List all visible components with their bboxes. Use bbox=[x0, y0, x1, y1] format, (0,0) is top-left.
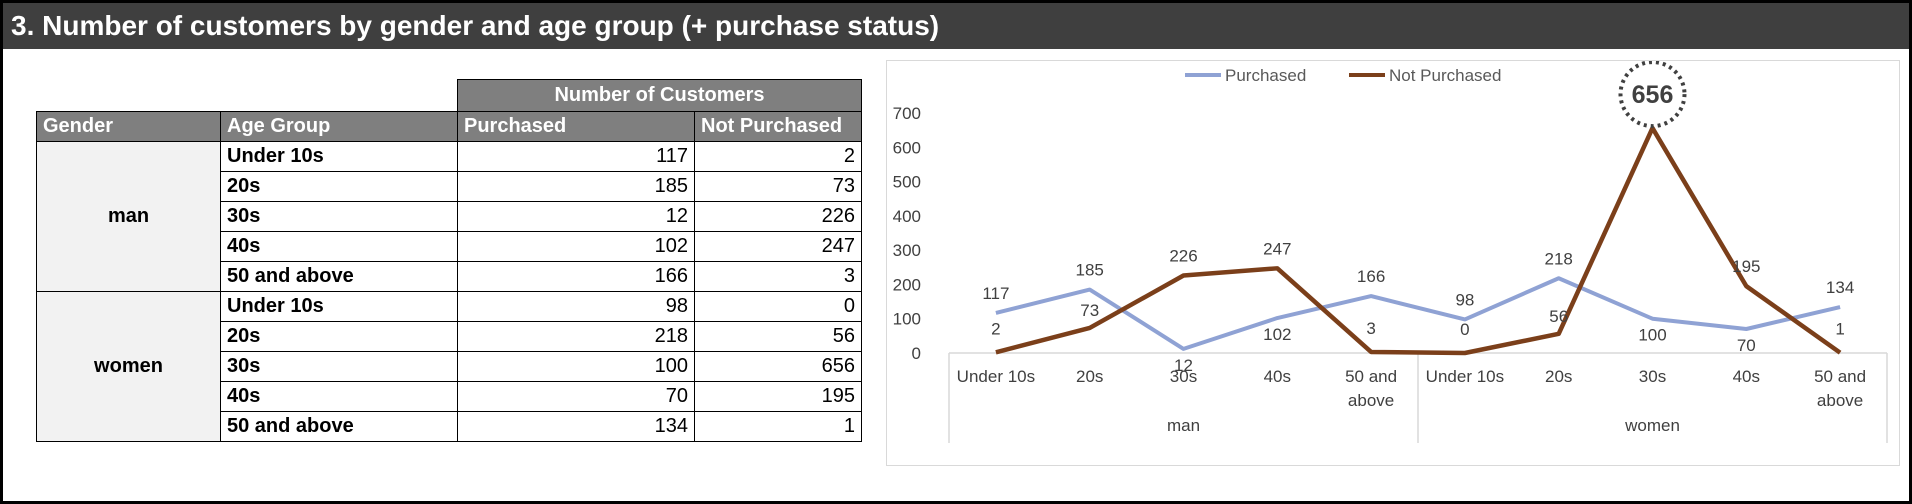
y-tick-label: 200 bbox=[893, 275, 921, 294]
not-purchased-cell: 1 bbox=[694, 411, 862, 442]
purchased-data-label: 98 bbox=[1455, 290, 1474, 309]
group-header: Number of Customers bbox=[457, 79, 862, 112]
x-tick-label: 20s bbox=[1076, 367, 1103, 386]
x-tick-label: 30s bbox=[1639, 367, 1666, 386]
x-tick-label: above bbox=[1348, 391, 1394, 410]
purchased-data-label: 134 bbox=[1826, 278, 1854, 297]
age-group-cell: 50 and above bbox=[220, 261, 458, 292]
age-group-cell: 30s bbox=[220, 351, 458, 382]
purchased-cell: 185 bbox=[457, 171, 695, 202]
highlight-value-label: 656 bbox=[1632, 81, 1674, 109]
y-tick-label: 500 bbox=[893, 173, 921, 192]
not-purchased-data-label: 56 bbox=[1549, 307, 1568, 326]
section-title: 3. Number of customers by gender and age… bbox=[3, 3, 1909, 49]
age-group-cell: 20s bbox=[220, 171, 458, 202]
group-label: women bbox=[1624, 416, 1680, 435]
purchased-series-line bbox=[995, 276, 1841, 351]
col-header-not-purchased: Not Purchased bbox=[694, 111, 862, 142]
x-tick-label: 30s bbox=[1170, 367, 1197, 386]
y-tick-label: 400 bbox=[893, 207, 921, 226]
x-tick-label: Under 10s bbox=[957, 367, 1035, 386]
x-tick-label: 50 and bbox=[1345, 367, 1397, 386]
purchased-cell: 98 bbox=[457, 291, 695, 322]
table-blank-corner bbox=[37, 80, 458, 112]
not-purchased-series-line bbox=[995, 125, 1842, 356]
not-purchased-cell: 226 bbox=[694, 201, 862, 232]
x-tick-label: above bbox=[1817, 391, 1863, 410]
gender-cell: women bbox=[36, 291, 221, 442]
age-group-cell: Under 10s bbox=[220, 141, 458, 172]
not-purchased-data-label: 247 bbox=[1263, 239, 1291, 258]
y-tick-label: 100 bbox=[893, 310, 921, 329]
purchased-cell: 166 bbox=[457, 261, 695, 292]
not-purchased-data-label: 73 bbox=[1080, 301, 1099, 320]
not-purchased-cell: 195 bbox=[694, 381, 862, 412]
not-purchased-data-label: 0 bbox=[1460, 320, 1469, 339]
age-group-cell: 20s bbox=[220, 321, 458, 352]
purchased-data-label: 185 bbox=[1076, 261, 1104, 280]
not-purchased-cell: 247 bbox=[694, 231, 862, 262]
purchased-cell: 12 bbox=[457, 201, 695, 232]
not-purchased-data-label: 3 bbox=[1366, 319, 1375, 338]
purchased-cell: 218 bbox=[457, 321, 695, 352]
age-group-cell: 30s bbox=[220, 201, 458, 232]
purchased-cell: 134 bbox=[457, 411, 695, 442]
col-header-age-group: Age Group bbox=[220, 111, 458, 142]
not-purchased-data-label: 195 bbox=[1732, 257, 1760, 276]
not-purchased-cell: 2 bbox=[694, 141, 862, 172]
y-tick-label: 700 bbox=[893, 104, 921, 123]
highlight-circle bbox=[1618, 60, 1687, 129]
not-purchased-data-label: 2 bbox=[991, 319, 1000, 338]
y-tick-label: 0 bbox=[912, 344, 921, 363]
not-purchased-cell: 656 bbox=[694, 351, 862, 382]
purchased-data-label: 100 bbox=[1638, 326, 1666, 345]
x-tick-label: 20s bbox=[1545, 367, 1572, 386]
gender-cell: man bbox=[36, 141, 221, 292]
purchased-cell: 100 bbox=[457, 351, 695, 382]
purchased-data-label: 102 bbox=[1263, 325, 1291, 344]
age-group-cell: 40s bbox=[220, 231, 458, 262]
purchased-data-label: 218 bbox=[1545, 249, 1573, 268]
not-purchased-cell: 3 bbox=[694, 261, 862, 292]
purchased-data-label: 12 bbox=[1174, 356, 1193, 375]
x-tick-label: 40s bbox=[1733, 367, 1760, 386]
col-header-purchased: Purchased bbox=[457, 111, 695, 142]
age-group-cell: 50 and above bbox=[220, 411, 458, 442]
x-tick-label: Under 10s bbox=[1426, 367, 1504, 386]
purchased-cell: 102 bbox=[457, 231, 695, 262]
not-purchased-cell: 0 bbox=[694, 291, 862, 322]
purchased-data-label: 70 bbox=[1737, 336, 1756, 355]
x-tick-label: 50 and bbox=[1814, 367, 1866, 386]
purchased-data-label: 117 bbox=[982, 284, 1009, 303]
age-group-cell: 40s bbox=[220, 381, 458, 412]
legend-label: Not Purchased bbox=[1389, 66, 1501, 85]
not-purchased-data-label: 1 bbox=[1835, 320, 1844, 339]
group-label: man bbox=[1167, 416, 1200, 435]
not-purchased-data-label: 226 bbox=[1169, 247, 1197, 266]
y-tick-label: 600 bbox=[893, 138, 921, 157]
legend-label: Purchased bbox=[1225, 66, 1306, 85]
not-purchased-cell: 56 bbox=[694, 321, 862, 352]
purchased-cell: 117 bbox=[457, 141, 695, 172]
purchased-cell: 70 bbox=[457, 381, 695, 412]
purchased-data-label: 166 bbox=[1357, 267, 1385, 286]
age-group-cell: Under 10s bbox=[220, 291, 458, 322]
col-header-gender: Gender bbox=[36, 111, 221, 142]
x-tick-label: 40s bbox=[1264, 367, 1291, 386]
customer-table: Number of Customers Gender Age Group Pur… bbox=[36, 79, 862, 442]
y-tick-label: 300 bbox=[893, 241, 921, 260]
not-purchased-cell: 73 bbox=[694, 171, 862, 202]
